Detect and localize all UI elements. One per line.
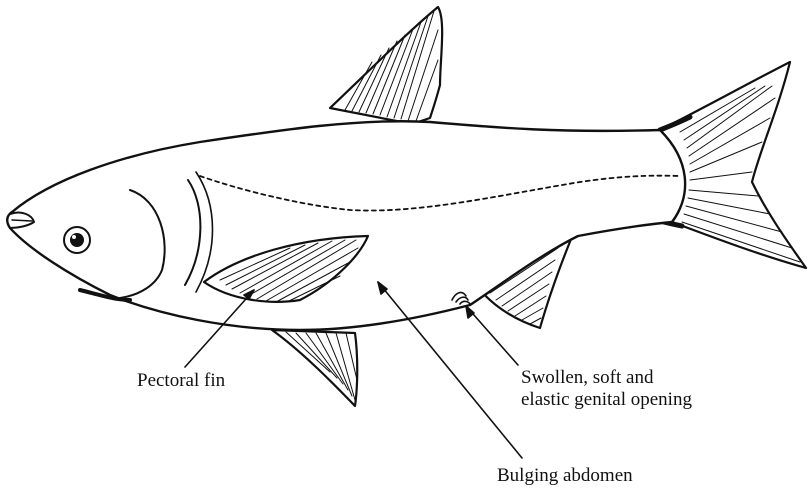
label-bulging-abdomen-text: Bulging abdomen bbox=[497, 465, 633, 487]
pelvic-fin bbox=[272, 330, 357, 406]
label-genital-opening-line2: elastic genital opening bbox=[521, 389, 692, 411]
label-genital-opening: Swollen, soft and elastic genital openin… bbox=[521, 367, 692, 411]
dorsal-fin bbox=[330, 7, 442, 124]
label-genital-opening-line1: Swollen, soft and bbox=[521, 367, 692, 389]
label-pectoral-fin-text: Pectoral fin bbox=[137, 370, 225, 392]
eye bbox=[64, 227, 90, 253]
arrowhead-genital-opening bbox=[466, 306, 474, 318]
label-pectoral-fin: Pectoral fin bbox=[137, 370, 225, 392]
label-bulging-abdomen: Bulging abdomen bbox=[497, 465, 633, 487]
